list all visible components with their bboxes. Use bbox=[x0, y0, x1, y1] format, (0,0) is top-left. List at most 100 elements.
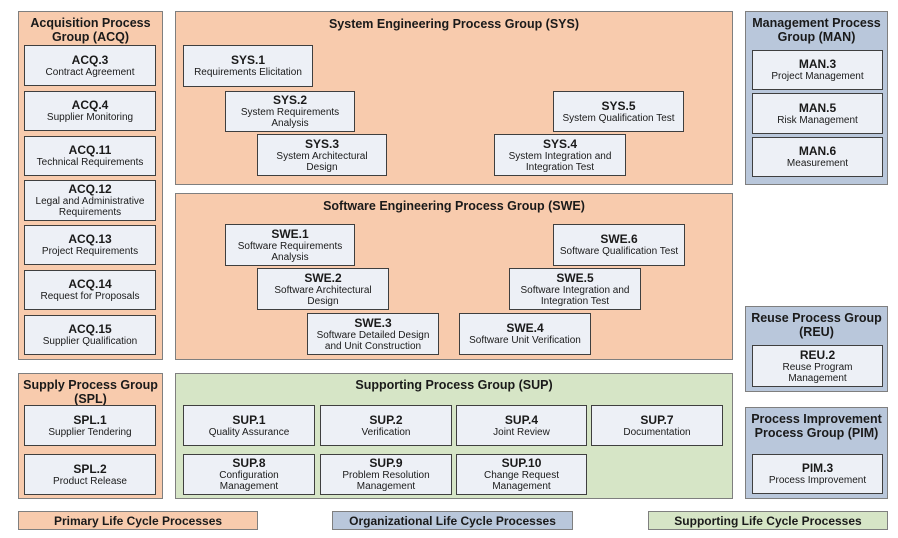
process-id: SYS.5 bbox=[601, 98, 636, 113]
group-title: System Engineering Process Group (SYS) bbox=[328, 17, 580, 31]
process-id: SUP.10 bbox=[501, 456, 542, 470]
process-sup-2[interactable]: SUP.2 Verification bbox=[320, 405, 452, 446]
process-sup-7[interactable]: SUP.7 Documentation bbox=[591, 405, 723, 446]
process-sys-3[interactable]: SYS.3 System Architectural Design bbox=[257, 134, 387, 176]
process-name: Software Integration and Integration Tes… bbox=[520, 284, 630, 307]
process-acq-11[interactable]: ACQ.11 Technical Requirements bbox=[24, 136, 156, 176]
process-acq-3[interactable]: ACQ.3 Contract Agreement bbox=[24, 45, 156, 86]
legend-primary: Primary Life Cycle Processes bbox=[18, 511, 258, 530]
process-name: Project Requirements bbox=[41, 246, 139, 257]
process-sup-8[interactable]: SUP.8 Configuration Management bbox=[183, 454, 315, 495]
system-engineering-process-group: System Engineering Process Group (SYS) S… bbox=[175, 11, 733, 185]
process-acq-13[interactable]: ACQ.13 Project Requirements bbox=[24, 225, 156, 265]
group-title: Reuse Process Group (REU) bbox=[751, 311, 882, 339]
process-name: Requirements Elicitation bbox=[194, 67, 302, 78]
process-swe-1[interactable]: SWE.1 Software Requirements Analysis bbox=[225, 224, 355, 266]
management-process-group: Management Process Group (MAN) MAN.3 Pro… bbox=[745, 11, 888, 185]
process-name: Technical Requirements bbox=[36, 157, 144, 168]
process-spl-1[interactable]: SPL.1 Supplier Tendering bbox=[24, 405, 156, 446]
process-id: REU.2 bbox=[799, 347, 836, 362]
process-name: Configuration Management bbox=[219, 470, 279, 492]
process-improvement-process-group: Process Improvement Process Group (PIM) … bbox=[745, 407, 888, 499]
process-name: Product Release bbox=[53, 475, 127, 487]
process-sys-2[interactable]: SYS.2 System Requirements Analysis bbox=[225, 91, 355, 132]
process-sup-1[interactable]: SUP.1 Quality Assurance bbox=[183, 405, 315, 446]
process-name: Request for Proposals bbox=[40, 291, 140, 302]
process-id: PIM.3 bbox=[801, 461, 834, 475]
software-engineering-process-group: Software Engineering Process Group (SWE)… bbox=[175, 193, 733, 360]
process-reu-2[interactable]: REU.2 Reuse Program Management bbox=[752, 345, 883, 387]
group-title: Software Engineering Process Group (SWE) bbox=[323, 199, 585, 213]
reuse-process-group: Reuse Process Group (REU) REU.2 Reuse Pr… bbox=[745, 306, 888, 392]
group-title: Supporting Process Group (SUP) bbox=[355, 378, 553, 392]
process-sup-4[interactable]: SUP.4 Joint Review bbox=[456, 405, 587, 446]
process-sup-10[interactable]: SUP.10 Change Request Management bbox=[456, 454, 587, 495]
process-id: SWE.5 bbox=[556, 270, 594, 285]
process-id: SUP.4 bbox=[504, 412, 539, 427]
process-name: Software Qualification Test bbox=[559, 246, 679, 257]
process-name: Legal and Administrative Requirements bbox=[35, 196, 145, 218]
group-title: Management Process Group (MAN) bbox=[752, 16, 881, 44]
process-id: SYS.2 bbox=[272, 93, 308, 107]
process-id: SUP.7 bbox=[640, 412, 674, 427]
supply-process-group: Supply Process Group (SPL) SPL.1 Supplie… bbox=[18, 373, 163, 499]
process-id: SPL.2 bbox=[73, 461, 107, 476]
process-name: Contract Agreement bbox=[45, 66, 135, 78]
process-id: SYS.1 bbox=[230, 53, 266, 67]
process-id: MAN.6 bbox=[798, 144, 837, 158]
process-id: SYS.4 bbox=[542, 136, 578, 151]
process-acq-4[interactable]: ACQ.4 Supplier Monitoring bbox=[24, 91, 156, 131]
process-sys-1[interactable]: SYS.1 Requirements Elicitation bbox=[183, 45, 313, 87]
supporting-process-group: Supporting Process Group (SUP) SUP.1 Qua… bbox=[175, 373, 733, 499]
process-id: SWE.4 bbox=[506, 321, 544, 335]
process-man-3[interactable]: MAN.3 Project Management bbox=[752, 50, 883, 90]
process-name: Problem Resolution Management bbox=[342, 470, 430, 492]
process-name: Joint Review bbox=[493, 426, 550, 438]
process-id: ACQ.13 bbox=[68, 232, 112, 246]
process-id: SWE.6 bbox=[600, 232, 638, 246]
process-name: Supplier Qualification bbox=[42, 336, 138, 347]
process-man-5[interactable]: MAN.5 Risk Management bbox=[752, 93, 883, 134]
process-name: Process Improvement bbox=[768, 475, 867, 486]
process-name: System Qualification Test bbox=[562, 112, 675, 124]
process-name: Software Architectural Design bbox=[274, 284, 372, 307]
process-acq-14[interactable]: ACQ.14 Request for Proposals bbox=[24, 270, 156, 310]
process-name: System Integration and Integration Test bbox=[508, 150, 612, 173]
process-id: SPL.1 bbox=[73, 412, 107, 427]
process-swe-3[interactable]: SWE.3 Software Detailed Design and Unit … bbox=[307, 313, 439, 355]
process-name: Supplier Monitoring bbox=[46, 112, 134, 123]
process-man-6[interactable]: MAN.6 Measurement bbox=[752, 137, 883, 177]
process-id: SWE.3 bbox=[354, 315, 392, 330]
legend-supporting: Supporting Life Cycle Processes bbox=[648, 511, 888, 530]
process-acq-12[interactable]: ACQ.12 Legal and Administrative Requirem… bbox=[24, 180, 156, 221]
process-id: SUP.8 bbox=[232, 456, 266, 470]
group-title: Acquisition Process Group (ACQ) bbox=[30, 16, 151, 44]
process-id: ACQ.11 bbox=[68, 143, 112, 157]
process-swe-5[interactable]: SWE.5 Software Integration and Integrati… bbox=[509, 268, 641, 310]
process-name: Risk Management bbox=[777, 114, 858, 126]
process-name: Software Unit Verification bbox=[469, 335, 581, 346]
process-id: SUP.2 bbox=[369, 412, 403, 427]
process-swe-2[interactable]: SWE.2 Software Architectural Design bbox=[257, 268, 389, 310]
legend-organizational: Organizational Life Cycle Processes bbox=[332, 511, 573, 530]
process-name: Verification bbox=[361, 426, 411, 438]
process-pim-3[interactable]: PIM.3 Process Improvement bbox=[752, 454, 883, 494]
process-id: SUP.1 bbox=[232, 412, 266, 427]
process-id: ACQ.12 bbox=[68, 182, 112, 196]
process-sys-5[interactable]: SYS.5 System Qualification Test bbox=[553, 91, 684, 132]
process-spl-2[interactable]: SPL.2 Product Release bbox=[24, 454, 156, 495]
process-acq-15[interactable]: ACQ.15 Supplier Qualification bbox=[24, 315, 156, 355]
process-id: ACQ.4 bbox=[71, 98, 109, 112]
process-name: Reuse Program Management bbox=[782, 361, 853, 384]
process-sys-4[interactable]: SYS.4 System Integration and Integration… bbox=[494, 134, 626, 176]
process-id: ACQ.15 bbox=[68, 322, 112, 336]
process-name: Quality Assurance bbox=[208, 426, 290, 438]
process-id: MAN.5 bbox=[798, 100, 837, 115]
process-swe-4[interactable]: SWE.4 Software Unit Verification bbox=[459, 313, 591, 355]
process-name: Measurement bbox=[786, 158, 849, 169]
process-name: Change Request Management bbox=[483, 470, 560, 492]
process-id: SWE.1 bbox=[271, 226, 309, 241]
process-name: System Architectural Design bbox=[276, 150, 368, 173]
process-swe-6[interactable]: SWE.6 Software Qualification Test bbox=[553, 224, 685, 266]
process-sup-9[interactable]: SUP.9 Problem Resolution Management bbox=[320, 454, 452, 495]
